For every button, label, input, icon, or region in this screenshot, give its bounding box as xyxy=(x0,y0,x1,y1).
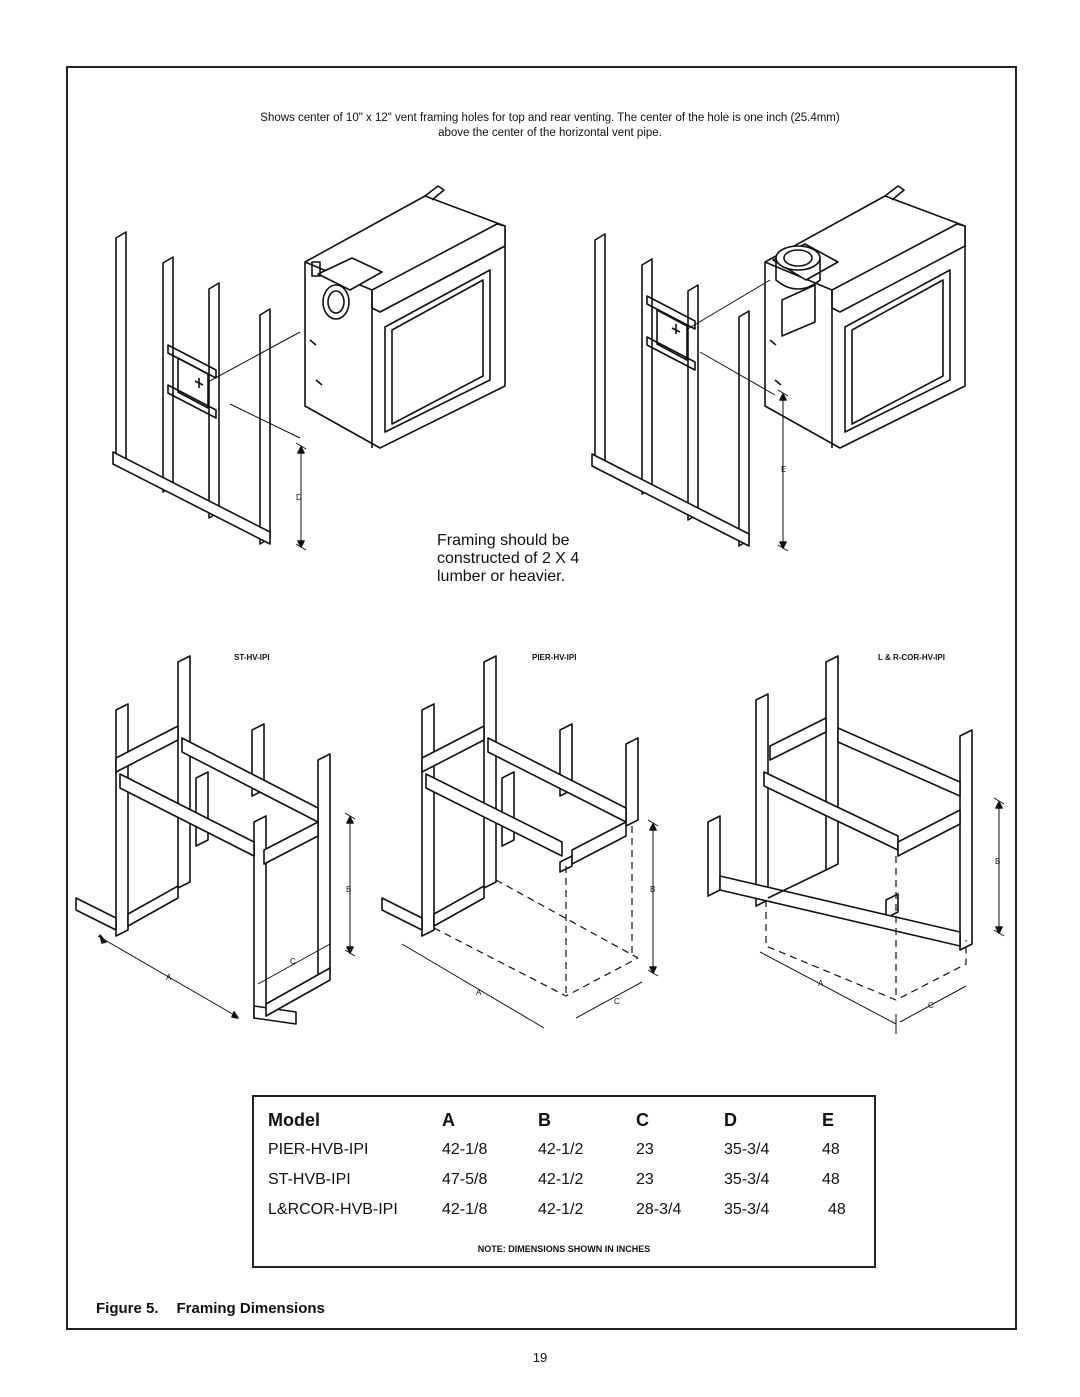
table-cell: 35-3/4 xyxy=(724,1201,770,1218)
table-cell: PIER-HVB-IPI xyxy=(268,1141,369,1158)
dimension-b-label: B xyxy=(650,885,655,894)
table-header: B xyxy=(538,1109,551,1130)
dimensions-table: Model A B C D E PIER-HVB-IPI 42-1/8 42-1… xyxy=(252,1095,876,1268)
dimension-b-label: B xyxy=(346,885,351,894)
table-header: A xyxy=(442,1109,455,1130)
model-label-pier: PIER-HV-IPI xyxy=(532,653,577,662)
table-header: E xyxy=(822,1109,835,1130)
table-cell: 42-1/2 xyxy=(538,1201,584,1218)
table-header: Model xyxy=(268,1109,320,1130)
table-cell: 42-1/8 xyxy=(442,1201,488,1218)
table-cell: L&RCOR-HVB-IPI xyxy=(268,1201,398,1218)
table-cell: 42-1/2 xyxy=(538,1141,584,1158)
table-note: NOTE: DIMENSIONS SHOWN IN INCHES xyxy=(477,1244,651,1254)
table-header-row: Model A B C D E xyxy=(268,1105,872,1135)
table-header: C xyxy=(636,1109,649,1130)
dimension-e-label: E xyxy=(781,465,786,474)
figure-number: Figure 5. xyxy=(96,1300,159,1317)
table-cell: 42-1/8 xyxy=(442,1141,488,1158)
top-vent-framing-drawing xyxy=(591,185,966,552)
table-header: D xyxy=(724,1109,737,1130)
table-cell: 23 xyxy=(636,1141,654,1158)
table-cell: 48 xyxy=(828,1201,846,1218)
dimension-c-label: C xyxy=(290,957,296,966)
table-cell: 35-3/4 xyxy=(724,1141,770,1158)
table-cell: 28-3/4 xyxy=(636,1201,682,1218)
figure-caption: Figure 5. Framing Dimensions xyxy=(96,1300,325,1317)
dimension-a-label: A xyxy=(818,979,824,988)
table-row: ST-HVB-IPI 47-5/8 42-1/2 23 35-3/4 48 xyxy=(268,1165,872,1195)
table-cell: ST-HVB-IPI xyxy=(268,1171,351,1188)
table-cell: 48 xyxy=(822,1171,840,1188)
table-cell: 35-3/4 xyxy=(724,1171,770,1188)
corner-frame-drawing xyxy=(707,655,1005,1034)
dimension-d-label: D xyxy=(296,493,302,502)
model-label-corner: L & R-COR-HV-IPI xyxy=(878,653,945,662)
page-number: 19 xyxy=(532,1350,548,1365)
vent-hole-note: Shows center of 10" x 12" vent framing h… xyxy=(260,112,840,139)
dimension-a-label: A xyxy=(476,988,482,997)
dimension-b-label: B xyxy=(995,857,1000,866)
dimension-a-label: A xyxy=(166,973,172,982)
st-hv-ipi-frame-drawing xyxy=(75,655,356,1025)
rear-vent-framing-drawing xyxy=(112,185,506,551)
dimension-c-label: C xyxy=(614,997,620,1006)
page-border xyxy=(66,66,1017,1330)
model-label-st: ST-HV-IPI xyxy=(234,653,270,662)
table-cell: 47-5/8 xyxy=(442,1171,488,1188)
table-row: PIER-HVB-IPI 42-1/8 42-1/2 23 35-3/4 48 xyxy=(268,1135,872,1165)
framing-lumber-note: Framing should be constructed of 2 X 4 l… xyxy=(437,532,580,585)
pier-hv-ipi-frame-drawing xyxy=(381,655,659,1029)
table-row: L&RCOR-HVB-IPI 42-1/8 42-1/2 28-3/4 35-3… xyxy=(268,1195,872,1225)
table-cell: 42-1/2 xyxy=(538,1171,584,1188)
dimension-c-label: C xyxy=(928,1001,934,1010)
table-cell: 48 xyxy=(822,1141,840,1158)
figure-title: Framing Dimensions xyxy=(176,1300,325,1317)
table-cell: 23 xyxy=(636,1171,654,1188)
